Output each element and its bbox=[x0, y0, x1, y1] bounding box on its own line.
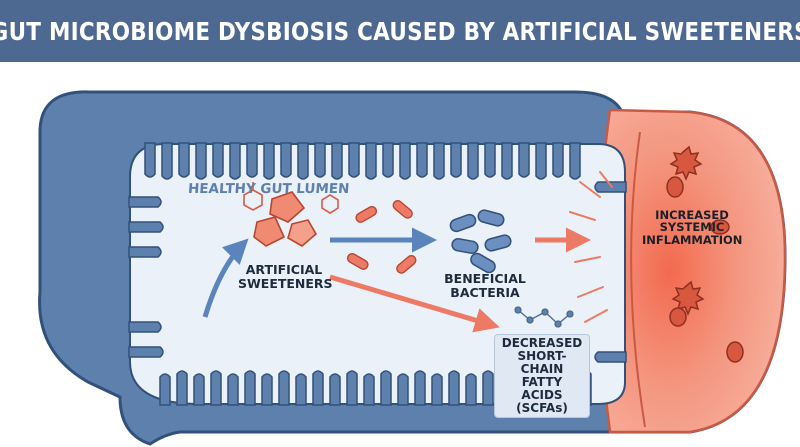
sweetener-to-scfa-arrow bbox=[329, 274, 500, 333]
uptake-arrow bbox=[202, 238, 249, 318]
cube-icon bbox=[253, 191, 318, 247]
lumen-label: HEALTHY GUT LUMEN bbox=[187, 181, 350, 197]
villi-top bbox=[144, 142, 581, 180]
molecule-icon bbox=[243, 182, 339, 214]
scfa-label: DECREASED SHORT-CHAIN FATTY ACIDS (SCFAs… bbox=[494, 334, 590, 418]
gut-diagram bbox=[38, 90, 787, 446]
sweeteners-label: ARTIFICIAL SWEETENERS bbox=[238, 262, 333, 291]
bacteria-icon bbox=[449, 209, 512, 274]
inflamed-membrane bbox=[630, 131, 646, 428]
villi-right bbox=[594, 181, 627, 363]
inflammation-rays bbox=[569, 171, 613, 323]
villi-left bbox=[128, 196, 164, 358]
inflammation-label: INCREASED SYSTEMIC INFLAMMATION bbox=[642, 208, 743, 247]
bacteria-label: BENEFICIAL BACTERIA bbox=[444, 271, 526, 300]
page-title: GUT MICROBIOME DYSBIOSIS CAUSED BY ARTIF… bbox=[0, 16, 800, 46]
diagram-canvas: HEALTHY GUT LUMEN ARTIFICIAL SWEETENERS … bbox=[0, 62, 800, 447]
harmful-bacteria-icon bbox=[346, 200, 417, 274]
title-banner: GUT MICROBIOME DYSBIOSIS CAUSED BY ARTIF… bbox=[0, 0, 800, 62]
immune-cell-icon bbox=[666, 145, 744, 363]
scfa-molecule-icon bbox=[514, 306, 574, 328]
